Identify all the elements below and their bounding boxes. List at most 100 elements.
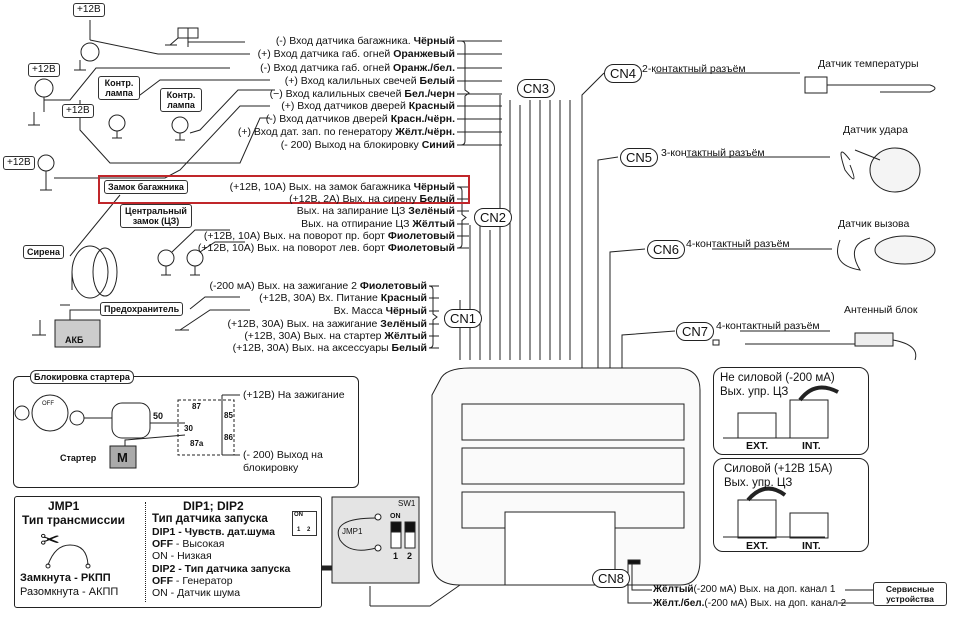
cn1-wire-row: Вх. Масса Чёрный [333,305,427,317]
starter-block-panel [13,376,359,488]
dip2-label: DIP2 - Тип датчика запуска [152,563,291,575]
cn1-wire-row: (-200 мА) Вых. на зажигание 2 Фиолетовый [209,280,427,292]
cz-high-power-panel [713,458,869,552]
dip-title: DIP1; DIP2 [183,499,244,513]
cn8-row: Жёлт./бел.(-200 мА) Вых. на доп. канал 2 [653,598,847,609]
siren-label: Сирена [23,245,64,259]
service-devices-label: Сервисные устройства [873,582,947,606]
sensors [712,76,936,361]
block-out-label: (- 200) Выход на [243,449,323,461]
motor-label: M [117,450,128,465]
cn2-wire-row: Вых. на запирание ЦЗ Зелёный [296,205,455,217]
jmp-closed: Замкнута - РКПП [20,572,111,584]
ignition-label: (+12В) На зажигание [243,389,345,401]
cn2-wire-row: (+12В, 2А) Вых. на сирену Белый [289,193,455,205]
fuse-label: Предохранитель [100,302,184,316]
cz-connectors [723,385,839,539]
cz-low-power-panel [713,367,869,455]
cn6-desc: 4-контактный разъём [686,238,790,250]
cn3-wire-row: (- 200) Выход на блокировку Синий [280,139,455,151]
cn5-desc: 3-контактный разъём [661,147,765,159]
cz-high-sub: Вых. упр. ЦЗ [724,477,793,489]
scissors-icon: ✂ [40,527,61,554]
alarm-main-unit [369,367,873,607]
plus12v-label: +12В [73,3,105,17]
cn2-bundle [457,186,469,249]
relay-pin: 85 [224,411,233,420]
cz-high-title: Силовой (+12В 15А) [724,463,833,475]
call-sensor-label: Датчик вызова [838,218,910,230]
starter-block-title: Блокировка стартера [30,370,134,384]
left-components [28,20,275,348]
cn5-connector: CN5 [620,148,659,167]
plus12v-label: +12В [3,156,35,170]
central-lock-label: Центральный замок (ЦЗ) [120,204,192,228]
jmp1-label: JMP1 [342,527,363,536]
cn3-wire-row: (+) Вход калильных свечей Белый [284,75,455,87]
dip2-on: ON - Датчик шума [152,587,241,599]
brace [457,186,467,249]
cn6-connector: CN6 [647,240,686,259]
jmp-open: Разомкнута - АКПП [20,586,119,598]
cn3-wire-row: (+) Вход датчика габ. огней Оранжевый [257,48,455,60]
dip2-off: OFF - Генератор [152,575,233,587]
cn2-connector: CN2 [474,208,513,227]
highlight-box [98,175,470,204]
cn2-wire-row: (+12В, 10А) Вых. на поворот лев. борт Фи… [197,242,455,254]
cz-low-title: Не силовой (-200 мА) [720,372,835,384]
int-label: INT. [802,440,821,452]
cn7-connector: CN7 [676,322,715,341]
int-label: INT. [802,540,821,552]
sw1-num-1: 1 [393,551,399,561]
jmp-dip-info-panel [14,496,322,608]
cn3-bundle [457,40,502,146]
jumper-wire-icon [45,544,91,569]
starter-label: Стартер [60,453,97,463]
dip1-label: DIP1 - Чувств. дат.шума [152,526,275,538]
cn3-wire-row: (+) Вход дат. зап. по генератору Жёлт./ч… [237,126,455,138]
divider [145,502,146,602]
shock-sensor-label: Датчик удара [843,124,908,136]
relay-pin: 30 [184,424,193,433]
sw-panel [301,496,420,584]
cn8-row: Жёлтый(-200 мА) Вых. на доп. канал 1 [653,584,836,595]
cn2-wire-row: (+12В, 10А) Вых. на поворот пр. борт Фио… [203,230,455,242]
cn2-wire-row: Вых. на отпирание ЦЗ Жёлтый [301,218,455,230]
block-out-label-2: блокировку [243,462,299,474]
cn2-wire-row: (+12В, 10А) Вых. на замок багажника Чёрн… [229,181,455,193]
cn4-desc: 2-контактный разъём [642,63,746,75]
antenna-label: Антенный блок [844,304,918,316]
control-lamp-label: Контр. лампа [160,88,202,112]
cn1-wire-row: (+12В, 30А) Вых. на стартер Жёлтый [244,330,427,342]
plus12v-label: +12В [62,104,94,118]
cn3-wire-row: (+) Вход датчиков дверей Красный [281,100,455,112]
cn7-desc: 4-контактный разъём [716,320,820,332]
wire-50-label: 50 [153,411,164,421]
cn3-wire-row: (-) Вход датчика багажника. Чёрный [275,35,455,47]
control-lamp-label: Контр. лампа [98,76,140,100]
starter-block-wiring [14,394,240,469]
jmp-subtitle: Тип трансмиссии [22,513,125,527]
cn3-connector: CN3 [517,79,556,98]
dip1-on: ON - Низкая [152,550,212,562]
brace [460,40,470,146]
cn3-wire-row: (-) Вход датчиков дверей Красн./чёрн. [265,113,455,125]
temp-sensor-label: Датчик температуры [818,58,919,70]
sw1-label: SW1 [398,499,416,508]
jmp-title: JMP1 [48,499,80,513]
cn1-bundle [428,285,439,349]
trunk-lock-label: Замок багажника [104,180,188,194]
relay-pin: 86 [224,433,233,442]
relay-pin: 87a [190,439,204,448]
ext-label: EXT. [746,440,769,452]
harness [459,72,855,368]
sw1-on-label: ON [390,513,401,520]
relay-pin: 87 [192,402,201,411]
key-off-label: OFF [42,401,54,407]
dip-subtitle: Тип датчика запуска [152,513,268,525]
cn1-wire-row: (+12В, 30А) Вых. на аксессуары Белый [232,342,427,354]
cn3-wire-row: (-) Вход датчика габ. огней Оранж./бел. [260,62,455,74]
dip1-off: OFF - Высокая [152,538,225,550]
